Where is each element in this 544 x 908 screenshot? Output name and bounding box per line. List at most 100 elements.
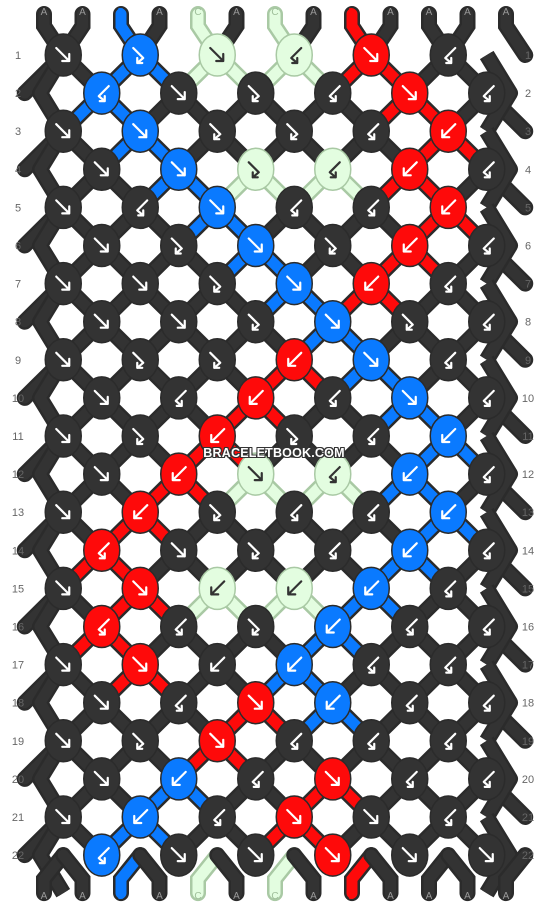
- knot: [352, 414, 390, 458]
- knot: [121, 719, 159, 763]
- knot-arrow-icon: [367, 656, 380, 674]
- knot-arrow-icon: [247, 618, 260, 636]
- string-label-bottom: A: [387, 891, 394, 902]
- knot: [429, 642, 467, 687]
- string-label-top: D: [348, 7, 355, 18]
- knot: [160, 147, 198, 192]
- row-number-left: 8: [15, 317, 21, 329]
- knot: [160, 604, 198, 649]
- row-number-left: 11: [12, 431, 23, 443]
- knot-arrow-icon: [286, 808, 302, 825]
- knot: [237, 223, 275, 268]
- row-number-right: 19: [522, 736, 534, 748]
- knot: [468, 680, 506, 725]
- row-number-right: 2: [525, 88, 531, 100]
- knot: [468, 71, 506, 115]
- knot-arrow-icon: [132, 427, 145, 446]
- thread-stub-bottom: [365, 849, 396, 899]
- row-number-right: 16: [522, 622, 534, 634]
- knot-arrow-icon: [402, 542, 418, 558]
- knot: [429, 490, 467, 534]
- row-number-right: 21: [522, 812, 534, 824]
- knot: [237, 604, 275, 649]
- knot-arrow-icon: [482, 694, 495, 712]
- knot-arrow-icon: [367, 732, 380, 750]
- knot: [83, 680, 121, 725]
- row-number-left: 9: [15, 355, 21, 367]
- knot-arrow-icon: [132, 351, 145, 369]
- knot-arrow-icon: [405, 618, 418, 636]
- knot-arrow-icon: [55, 123, 71, 139]
- knot: [160, 299, 198, 344]
- knot-arrow-icon: [401, 389, 417, 405]
- string-label-top: A: [156, 7, 163, 18]
- knot: [237, 757, 275, 801]
- knot: [314, 680, 352, 725]
- knot-arrow-icon: [325, 618, 341, 634]
- string-label-bottom: B: [118, 891, 125, 902]
- knot-arrow-icon: [170, 85, 186, 101]
- knot: [121, 414, 159, 458]
- knot-arrow-icon: [132, 656, 148, 672]
- knot: [352, 490, 390, 534]
- knot: [391, 528, 429, 573]
- knot-arrow-icon: [324, 313, 340, 329]
- knot-arrow-icon: [210, 580, 226, 596]
- knot: [314, 71, 352, 115]
- knot: [275, 719, 313, 763]
- knot: [121, 261, 159, 306]
- row-number-right: 10: [522, 393, 534, 405]
- knot-arrow-icon: [55, 504, 71, 520]
- knot: [44, 719, 82, 763]
- knot-arrow-icon: [171, 770, 187, 786]
- knot: [468, 299, 506, 344]
- knot-arrow-icon: [132, 580, 148, 596]
- knot-arrow-icon: [364, 275, 380, 291]
- knot-arrow-icon: [209, 123, 222, 141]
- knot-arrow-icon: [209, 199, 225, 215]
- knot-arrow-icon: [55, 46, 71, 63]
- knot-arrow-icon: [209, 351, 222, 369]
- knot: [314, 604, 352, 649]
- knot: [391, 299, 429, 344]
- knot-arrow-icon: [247, 85, 260, 103]
- knot-arrow-icon: [132, 123, 148, 139]
- knot-arrow-icon: [247, 542, 260, 560]
- knot: [198, 261, 236, 306]
- knot-arrow-icon: [325, 694, 341, 710]
- knot-arrow-icon: [287, 580, 303, 596]
- knot: [121, 338, 159, 382]
- knot: [198, 33, 236, 77]
- knot-arrow-icon: [97, 847, 110, 865]
- knot-arrow-icon: [247, 847, 263, 863]
- knot-arrow-icon: [286, 275, 302, 291]
- knot: [429, 33, 467, 77]
- knot-arrow-icon: [367, 427, 380, 446]
- knot: [198, 566, 236, 611]
- knot: [391, 833, 429, 877]
- knot: [468, 528, 506, 573]
- knot: [275, 795, 313, 839]
- string-label-bottom: C: [194, 891, 201, 902]
- knot: [83, 223, 121, 268]
- knot-arrow-icon: [328, 389, 341, 407]
- thread-stub-bottom: [423, 849, 454, 899]
- knot: [352, 185, 390, 230]
- string-label-bottom: A: [426, 891, 433, 902]
- row-number-right: 8: [525, 317, 531, 329]
- knot: [468, 757, 506, 801]
- knot-arrow-icon: [401, 313, 414, 331]
- knot: [121, 795, 159, 839]
- knot: [198, 719, 236, 763]
- knot-arrow-icon: [367, 123, 380, 141]
- knot-arrow-icon: [441, 199, 457, 215]
- knot: [275, 414, 313, 458]
- knot: [314, 833, 352, 877]
- row-number-right: 22: [522, 850, 534, 862]
- knot-arrow-icon: [93, 694, 109, 710]
- knot: [468, 604, 506, 649]
- row-number-left: 14: [12, 545, 24, 557]
- row-number-right: 9: [525, 355, 531, 367]
